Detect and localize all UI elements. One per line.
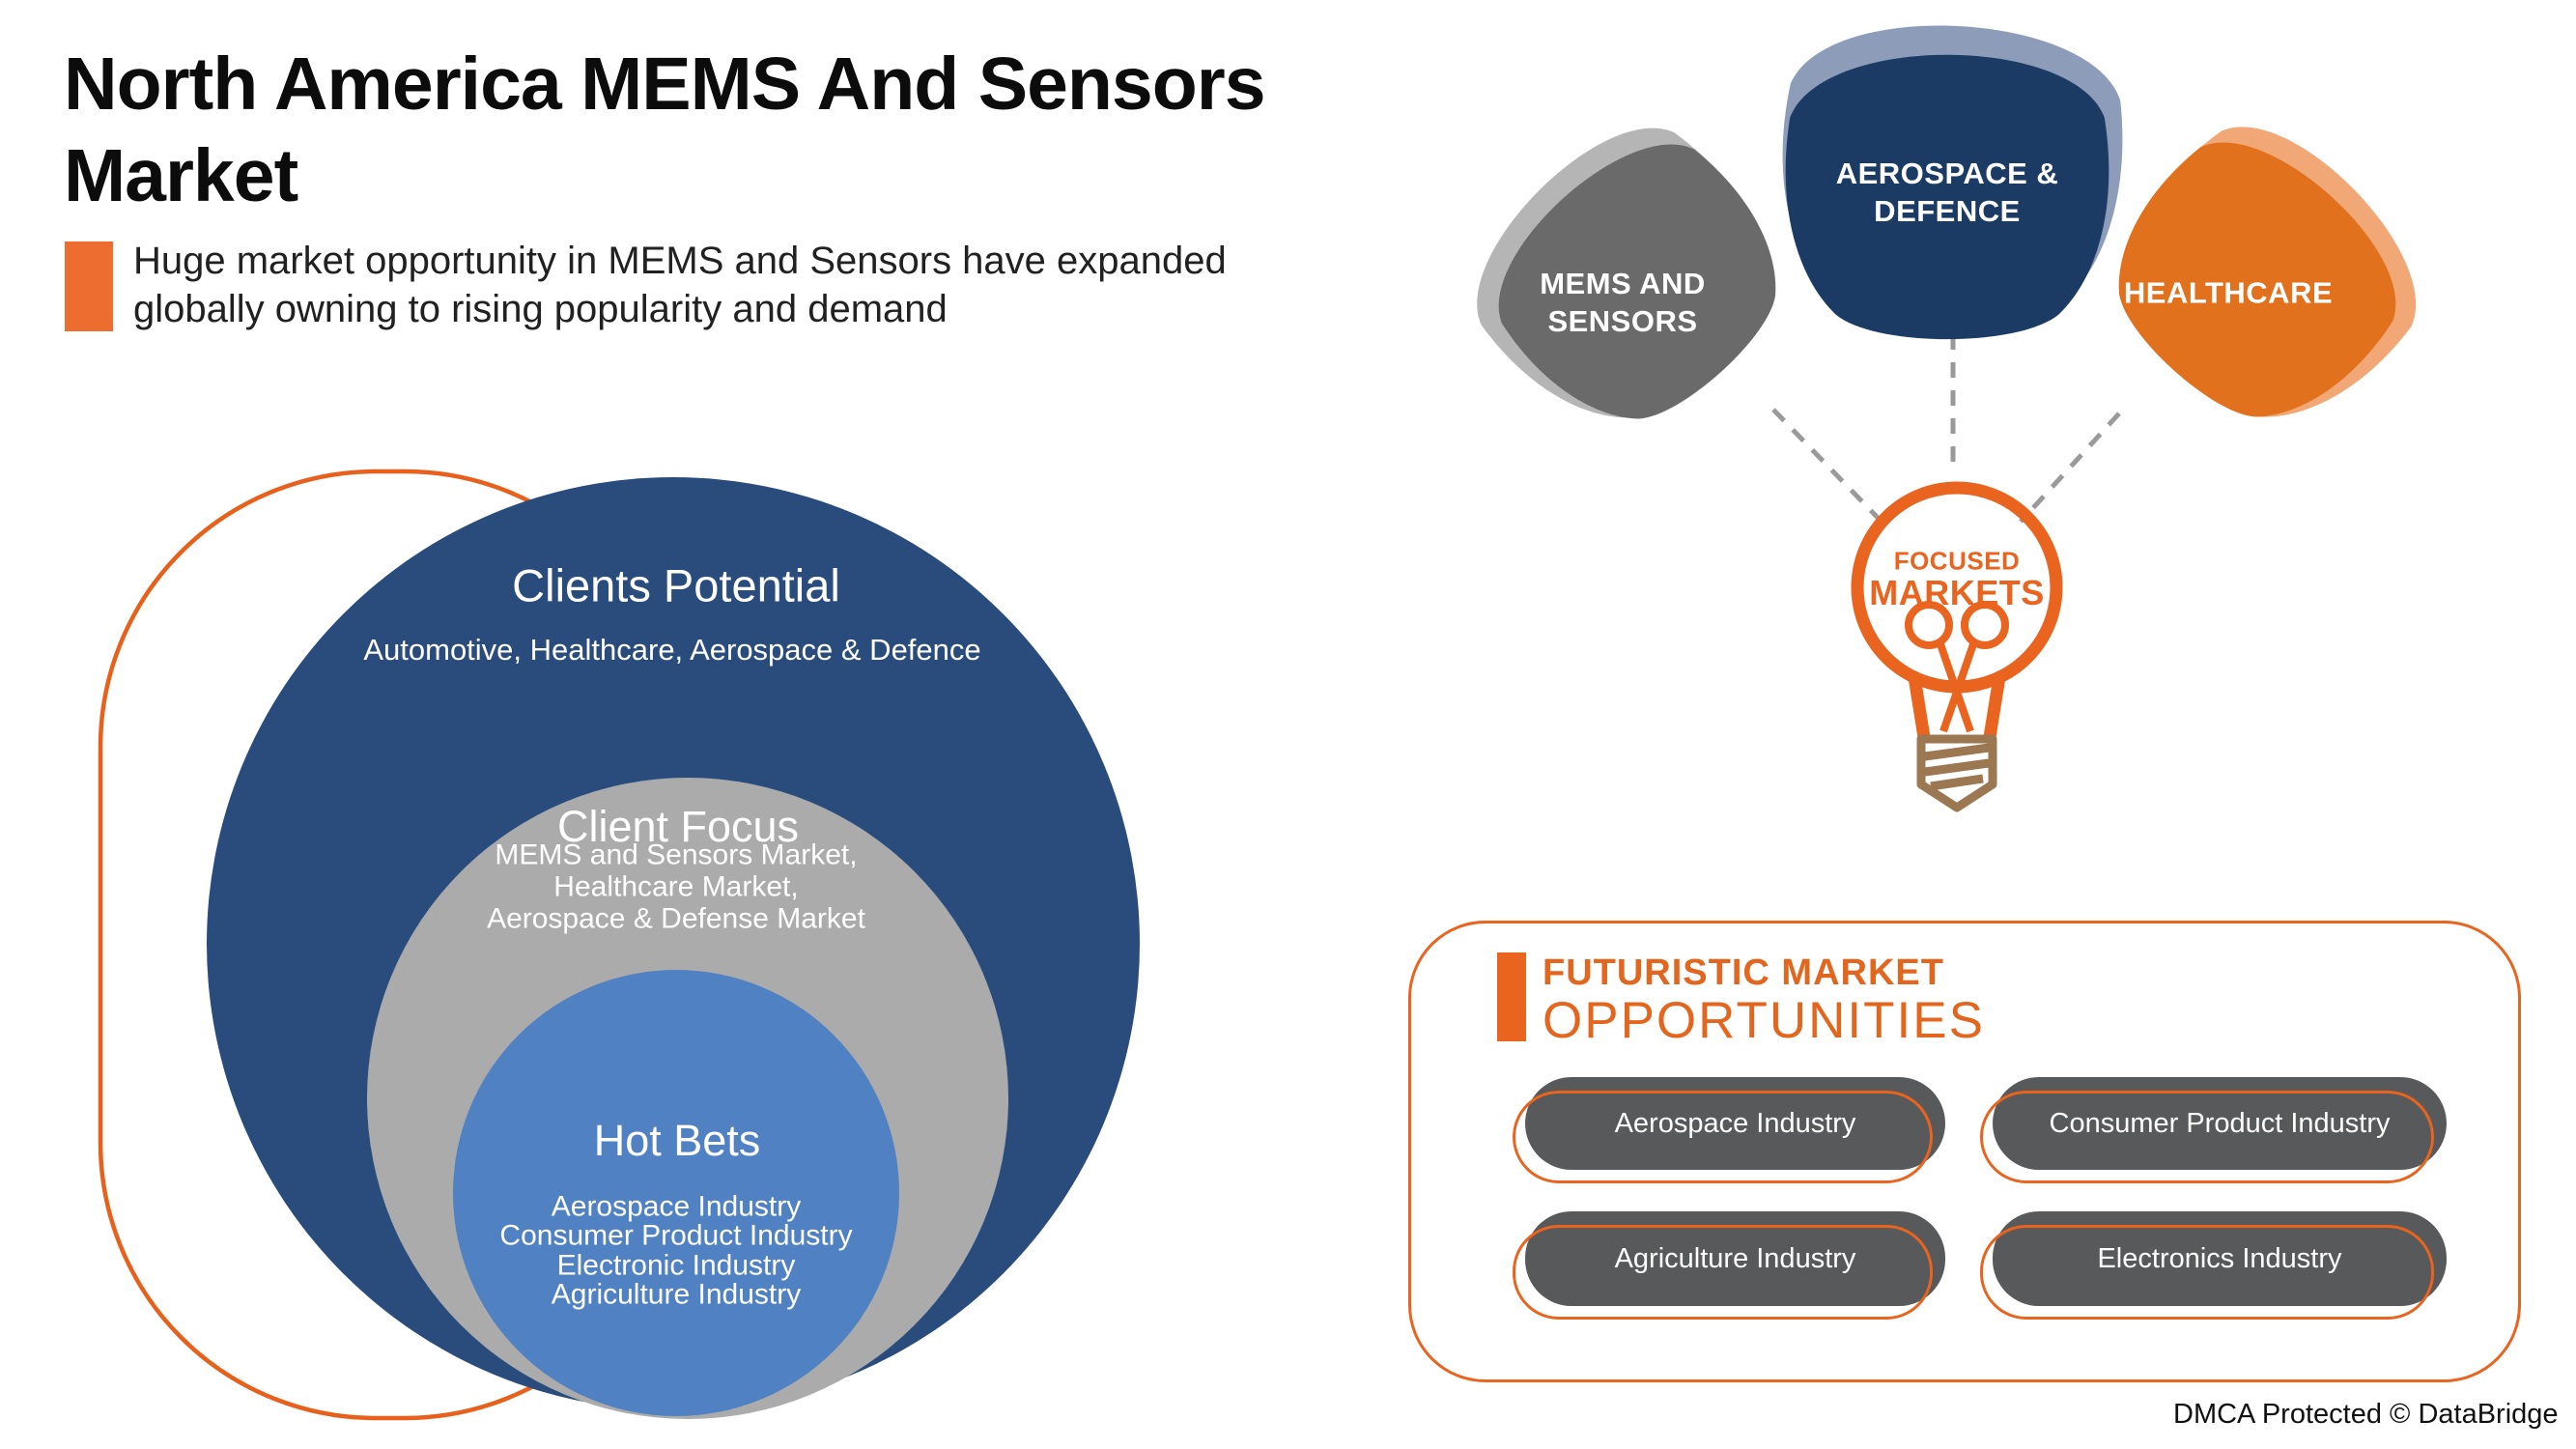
venn-inner-title: Hot Bets [593, 1116, 761, 1165]
venn-middle-item: Aerospace & Defense Market [487, 902, 865, 935]
page-title-line1: North America MEMS And Sensors [64, 43, 1266, 126]
petal-aerospace-label-line2: DEFENCE [1874, 194, 2021, 228]
bulb-filament [1905, 601, 2009, 733]
venn-inner-item: Aerospace Industry [551, 1190, 802, 1223]
page-subtitle: Huge market opportunity in MEMS and Sens… [133, 237, 1227, 333]
petal-aerospace-label: AEROSPACE & DEFENCE [1836, 155, 2059, 230]
bulb-label-markets: MARKETS [1869, 573, 2045, 612]
venn-outer-title: Clients Potential [512, 559, 840, 611]
opportunities-panel: FUTURISTIC MARKET OPPORTUNITIES Aerospac… [1408, 921, 2521, 1382]
opportunities-heading-line2: OPPORTUNITIES [1543, 992, 1985, 1049]
petal-mems-label: MEMS AND SENSORS [1540, 265, 1706, 340]
opportunity-pill-consumer-product: Consumer Product Industry [1980, 1077, 2447, 1183]
venn-outer-subtitle: Automotive, Healthcare, Aerospace & Defe… [363, 633, 981, 667]
subtitle-accent-bar [65, 242, 113, 331]
venn-middle-list: MEMS and Sensors Market, Healthcare Mark… [487, 839, 865, 935]
page-title: North America MEMS And Sensors Market [64, 39, 1266, 222]
venn-inner-circle [453, 970, 899, 1416]
page-subtitle-line1: Huge market opportunity in MEMS and Sens… [133, 240, 1227, 282]
venn-middle-title: Client Focus [556, 802, 800, 851]
petal-healthcare-label: HEALTHCARE [2124, 274, 2333, 312]
opportunity-pill-aerospace: Aerospace Industry [1513, 1077, 1945, 1183]
opportunity-pill-agriculture: Agriculture Industry [1513, 1211, 1945, 1320]
page-title-line2: Market [64, 134, 298, 217]
opportunity-pill-label: Aerospace Industry [1614, 1107, 1856, 1139]
dashed-connectors [1771, 334, 2121, 524]
opportunity-pill-label: Agriculture Industry [1614, 1242, 1856, 1274]
opportunity-pill-label: Electronics Industry [2097, 1242, 2342, 1274]
venn-inner-item: Consumer Product Industry [499, 1219, 853, 1252]
venn-inner-item: Agriculture Industry [551, 1278, 802, 1311]
opportunity-pill-label: Consumer Product Industry [2049, 1107, 2391, 1139]
petal-aerospace-label-line1: AEROSPACE & [1835, 156, 2059, 190]
bulb-base [1916, 734, 1997, 812]
lightbulb-icon [1851, 481, 2063, 812]
venn-middle-item: Healthcare Market, [553, 870, 799, 903]
petal-healthcare-label-line1: HEALTHCARE [2123, 275, 2334, 310]
opportunity-pill-electronics: Electronics Industry [1980, 1211, 2447, 1320]
opportunities-heading-line1: FUTURISTIC MARKET [1543, 952, 1944, 993]
opportunities-accent-bar [1497, 952, 1526, 1041]
petal-mems-label-line2: SENSORS [1547, 304, 1698, 338]
petal-mems-label-line1: MEMS AND [1540, 267, 1706, 300]
venn-inner-list: Aerospace Industry Consumer Product Indu… [499, 1192, 852, 1309]
dmca-protection-notice: DMCA Protected © DataBridge [2173, 1399, 2559, 1430]
venn-middle-item: MEMS and Sensors Market, [495, 838, 858, 871]
bulb-label-focused: FOCUSED [1893, 546, 2021, 576]
page-subtitle-line2: globally owning to rising popularity and… [133, 288, 948, 330]
venn-inner-item: Electronic Industry [556, 1249, 796, 1281]
